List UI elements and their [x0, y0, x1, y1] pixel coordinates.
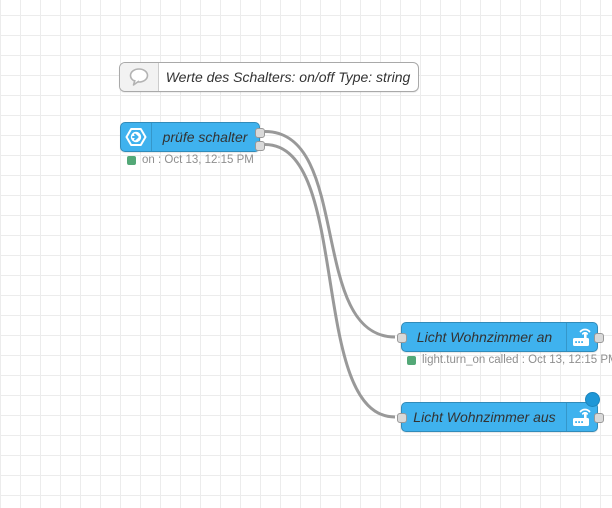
output-port-2[interactable]: [255, 140, 265, 151]
wire-check-to-light-on[interactable]: [264, 130, 396, 339]
node-label: Licht Wohnzimmer aus: [413, 409, 556, 425]
output-port[interactable]: [594, 413, 604, 423]
node-check-switch[interactable]: prüfe schalter: [120, 122, 265, 152]
status-dot: [407, 355, 416, 365]
status-text: light.turn_on called : Oct 13, 12:15 PM: [422, 354, 612, 366]
blue-status-badge: [585, 392, 600, 407]
node-status: light.turn_on called : Oct 13, 12:15 PM: [407, 354, 612, 366]
input-port[interactable]: [397, 333, 407, 343]
comment-icon-region: [120, 63, 159, 91]
hexagon-arrow-icon: [125, 128, 147, 146]
node-status: on : Oct 13, 12:15 PM: [127, 154, 254, 166]
node-label: prüfe schalter: [162, 129, 248, 145]
status-dot: [127, 155, 136, 165]
speech-bubble-icon: [129, 68, 149, 86]
node-light-off[interactable]: Licht Wohnzimmer aus: [397, 392, 604, 432]
status-text: on : Oct 13, 12:15 PM: [142, 154, 254, 166]
comment-label: Werte des Schalters: on/off Type: string: [165, 69, 411, 85]
node-light-on[interactable]: Licht Wohnzimmer an: [397, 322, 604, 352]
comment-node[interactable]: Werte des Schalters: on/off Type: string: [119, 62, 419, 92]
router-wifi-icon: [573, 408, 591, 426]
node-icon-region: [121, 123, 152, 151]
node-icon-region: [566, 403, 597, 431]
node-icon-region: [566, 323, 597, 351]
output-port-1[interactable]: [255, 127, 265, 138]
router-wifi-icon: [573, 328, 591, 346]
wire-check-to-light-off[interactable]: [264, 143, 396, 419]
node-label: Licht Wohnzimmer an: [416, 329, 553, 345]
input-port[interactable]: [397, 413, 407, 423]
output-port[interactable]: [594, 333, 604, 343]
